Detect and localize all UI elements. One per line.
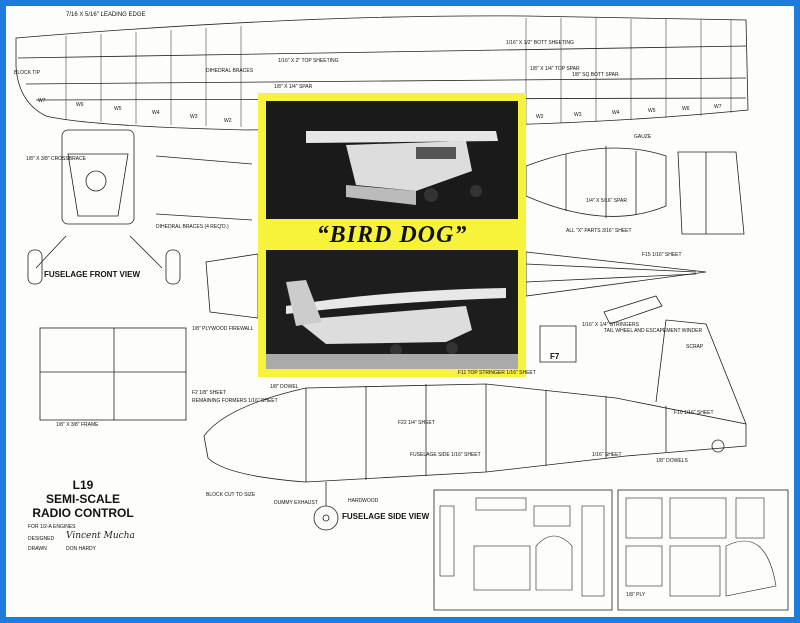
fin-side — [655, 319, 747, 425]
label-bott-spar: 1/8" SQ BOTT SPAR — [572, 72, 619, 78]
rib-label: W3 — [574, 112, 582, 118]
label-fuselage-side: FUSELAGE SIDE 1/16" SHEET — [410, 452, 481, 458]
rib-label: W5 — [114, 106, 122, 112]
label-dowels: 1/8" DOWELS — [656, 458, 688, 464]
label-bott-sheeting: 1/16" X 1/2" BOTT SHEETING — [506, 40, 574, 46]
stabilizer — [525, 147, 667, 217]
front-view-title: FUSELAGE FRONT VIEW — [44, 270, 140, 279]
title-block: L19 SEMI-SCALE RADIO CONTROL — [28, 478, 138, 520]
label-remaining-formers: REMAINING FORMERS 1/16" SHEET — [192, 398, 278, 404]
side-view-title: FUSELAGE SIDE VIEW — [342, 512, 430, 521]
model-type: SEMI-SCALE — [45, 492, 120, 506]
photo-panel: “BIRD DOG” — [258, 93, 526, 377]
label-hardwood: HARDWOOD — [348, 498, 379, 504]
label-sheet: 1/16" SHEET — [592, 452, 622, 458]
rib-label: W7 — [714, 104, 722, 110]
front-view-body — [61, 129, 135, 225]
label-leading-edge: 7/16 X 5/16" LEADING EDGE — [66, 12, 146, 18]
fin-planform — [677, 151, 745, 235]
model-photo-bottom — [266, 250, 518, 369]
window-frame — [39, 327, 187, 421]
fuselage-side — [203, 383, 747, 483]
parts-sheet-1 — [433, 489, 613, 611]
label-block-tip: BLOCK TIP — [14, 70, 41, 76]
label-top-sheeting: 1/16" X 2" TOP SHEETING — [278, 58, 339, 64]
label-dummy-exhaust: DUMMY EXHAUST — [274, 500, 318, 506]
rib-label: W2 — [536, 114, 544, 120]
label-stringers: 1/16" X 1/4" STRINGERS — [582, 322, 639, 328]
label-plywood-firewall: 1/8" PLYWOOD FIREWALL — [192, 326, 254, 332]
label-spar: 1/8" X 1/4" SPAR — [274, 84, 313, 90]
label-f22: F22 1/4" SHEET — [398, 420, 435, 426]
model-photo-top — [266, 101, 518, 219]
designer-label: DESIGNED — [28, 536, 55, 542]
rib-label: W7 — [38, 98, 46, 104]
label-f2: F2 1/8" SHEET — [192, 390, 227, 396]
rib-label: W4 — [152, 110, 160, 116]
label-f7: F7 — [550, 352, 560, 361]
rear-fuselage-top — [525, 251, 707, 297]
plan-drawings — [15, 15, 789, 611]
label-f15: F15 1/16" SHEET — [642, 252, 682, 258]
model-id: L19 — [72, 478, 94, 492]
label-gauze: GAUZE — [634, 134, 652, 140]
rib-label: W2 — [224, 118, 232, 124]
rib-label: W4 — [612, 110, 620, 116]
wing-planform — [15, 15, 749, 131]
label-dihedral-braces-req: DIHEDRAL BRACES (4 REQ'D.) — [156, 224, 229, 230]
rib-label: W6 — [76, 102, 84, 108]
label-top-spar: 1/8" X 1/4" TOP SPAR — [530, 66, 580, 72]
drawn-label: DRAWN — [28, 546, 47, 552]
label-tail-wheel: TAIL WHEEL AND ESCAPEMENT WINDER — [604, 328, 703, 334]
model-control: RADIO CONTROL — [32, 506, 134, 520]
label-all-parts: ALL "X" PARTS 3/16" SHEET — [566, 228, 632, 234]
label-crossbrace: 1/8" X 3/8" CROSSBRACE — [26, 156, 86, 162]
rib-label: W5 — [648, 108, 656, 114]
label-f10: F10 1/16" SHEET — [674, 410, 714, 416]
rib-label: W3 — [190, 114, 198, 120]
label-scrap: SCRAP — [686, 344, 704, 350]
label-ply: 1/8" PLY — [626, 592, 646, 598]
label-block-cut: BLOCK CUT TO SIZE — [206, 492, 256, 498]
photo-caption: “BIRD DOG” — [316, 222, 468, 248]
drawn-by: DON HARDY — [66, 546, 97, 552]
parts-sheet-2 — [617, 489, 789, 611]
label-top-stringer: F11 TOP STRINGER 1/16" SHEET — [458, 370, 536, 376]
designer-signature: Vincent Mucha — [66, 531, 135, 541]
label-spar-tail: 1/4" X 5/16" SPAR — [586, 198, 627, 204]
rib-label: W6 — [682, 106, 690, 112]
label-frame: 1/8" X 3/8" FRAME — [56, 422, 99, 428]
engines-note: FOR 1/2-A ENGINES — [28, 524, 76, 530]
label-dowel: 1/8" DOWEL — [270, 384, 299, 390]
label-dihedral-braces: DIHEDRAL BRACES — [206, 68, 254, 74]
